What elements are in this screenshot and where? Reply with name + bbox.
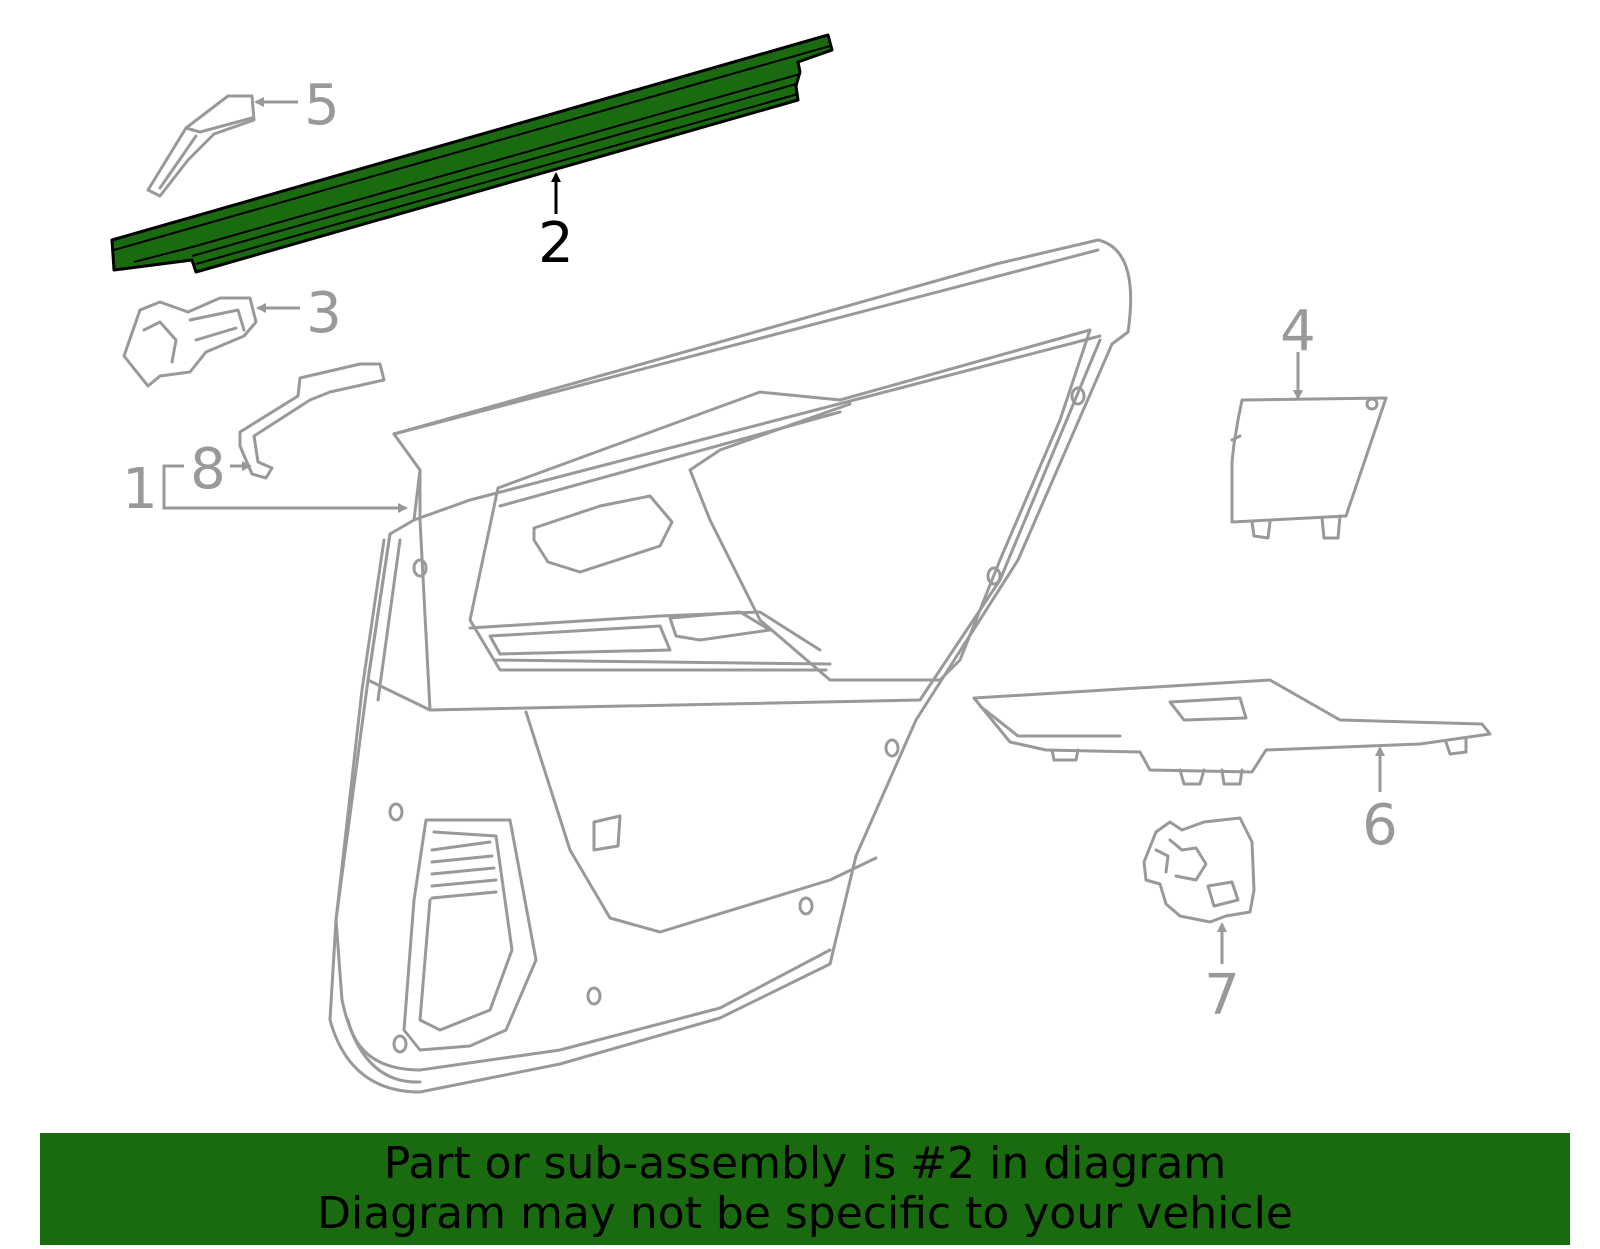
callout-3[interactable]: 3 [306,281,342,346]
banner-line-2: Diagram may not be specific to your vehi… [317,1188,1293,1239]
part-8-clip[interactable] [238,362,386,480]
part-4-cover[interactable] [1230,396,1388,540]
callout-5[interactable]: 5 [304,73,340,138]
banner-line-1: Part or sub-assembly is #2 in diagram [383,1138,1227,1189]
part-1-door-trim-panel[interactable] [328,238,1133,1094]
callout-2[interactable]: 2 [538,211,574,276]
info-banner: Part or sub-assembly is #2 in diagram Di… [40,1133,1570,1245]
callout-1[interactable]: 1 [122,457,158,522]
callout-4[interactable]: 4 [1280,299,1316,364]
bracket-1 [162,464,408,513]
callout-8[interactable]: 8 [190,437,226,502]
part-6-switch-bezel[interactable] [972,678,1492,786]
part-3-bracket[interactable] [122,296,258,388]
part-7-switch[interactable] [1142,816,1256,924]
callout-7[interactable]: 7 [1204,963,1240,1028]
part-2-weatherstrip[interactable] [110,33,834,274]
callout-6[interactable]: 6 [1362,793,1398,858]
part-5-corner-piece[interactable] [146,94,256,198]
